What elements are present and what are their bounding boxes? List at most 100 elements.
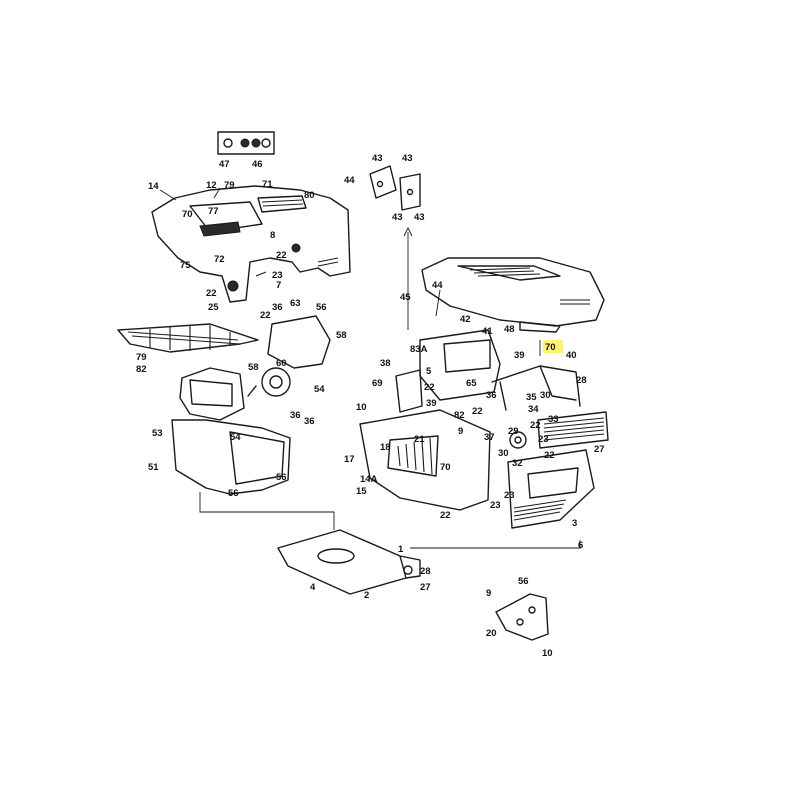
callout: 56 [316,302,327,313]
callout: 2 [364,590,369,601]
chassis-plate [277,529,421,595]
seat-plate [117,323,259,353]
callout: 28 [576,375,587,386]
callout: 75 [180,260,191,271]
fastener-kit-box [217,131,275,155]
callout: 9 [458,426,463,437]
callout: 1 [398,544,404,555]
callout: 46 [252,159,263,170]
callout: 15 [356,486,367,497]
callout: 70 [182,209,193,220]
callout: 34 [528,404,539,415]
callout: 43 [392,212,403,223]
callout-labels: 47 46 14 12 79 71 80 70 77 8 22 75 72 23… [136,153,605,659]
callout: 39 [514,350,525,361]
callout: 54 [230,432,241,443]
callout: 45 [400,292,411,303]
highlight-marker [543,340,563,353]
callout: 43 [414,212,425,223]
callout: 44 [344,175,355,186]
callout: 51 [148,462,159,473]
callout: 23 [490,500,501,511]
leader-lines [159,187,581,549]
callout: 56 [228,488,239,499]
hood [421,257,605,333]
callout: 42 [460,314,471,325]
callout: 39 [426,398,437,409]
callout: 56 [276,472,287,483]
callout: 9 [486,588,491,599]
callout: 29 [508,426,519,437]
callout: 36 [304,416,315,427]
callout: 36 [272,302,283,313]
callout: 60 [276,358,287,369]
callout: 21 [414,434,425,445]
callout: 22 [472,406,483,417]
dash-console [359,329,501,511]
callout: 23 [504,490,515,501]
callout: 82 [136,364,147,375]
callout: 47 [219,159,230,170]
highlighted-callout: 70 [545,342,556,353]
callout: 44 [432,280,443,291]
callout: 77 [208,206,219,217]
callout: 22 [206,288,217,299]
callout: 22 [440,510,451,521]
hood-hinge [369,165,421,211]
callout: 79 [224,180,235,191]
callout: 27 [420,582,431,593]
callout: 37 [484,432,495,443]
callout: 82 [454,410,465,421]
callout: 83A [410,344,428,355]
callout: 22 [530,420,541,431]
callout: 58 [336,330,347,341]
callout: 30 [498,448,509,459]
callout: 70 [440,462,451,473]
callout: 25 [208,302,219,313]
callout: 32 [512,458,523,469]
callout: 43 [372,153,383,164]
callout: 36 [290,410,301,421]
callout: 8 [270,230,275,241]
callout: 33 [548,414,559,425]
callout: 63 [290,298,301,309]
callout: 58 [248,362,259,373]
rear-fender [151,185,351,303]
engine-assembly [171,315,331,495]
callout: 10 [542,648,553,659]
callout: 22 [276,250,287,261]
callout: 12 [206,180,217,191]
support-bracket [495,593,549,641]
callout: 22 [260,310,271,321]
callout: 54 [314,384,325,395]
callout: 53 [152,428,163,439]
callout: 43 [402,153,413,164]
callout: 40 [566,350,577,361]
callout: 3 [572,518,577,529]
callout: 35 [526,392,537,403]
callout: 6 [578,540,583,551]
callout: 22 [424,382,435,393]
callout: 36 [486,390,497,401]
front-grille-frame [491,365,609,529]
callout: 10 [356,402,367,413]
callout: 27 [594,444,605,455]
callout: 56 [518,576,529,587]
callout: 38 [380,358,391,369]
callout: 30 [540,390,551,401]
callout: 20 [486,628,497,639]
callout: 4 [310,582,316,593]
callout: 14 [148,181,159,192]
callout: 14A [360,474,378,485]
callout: 22 [544,450,555,461]
callout: 17 [344,454,355,465]
callout: 72 [214,254,225,265]
callout: 80 [304,190,315,201]
callout: 79 [136,352,147,363]
callout: 23 [538,434,549,445]
callout: 48 [504,324,515,335]
callout: 41 [482,326,493,337]
callout: 23 [272,270,283,281]
callout: 28 [420,566,431,577]
